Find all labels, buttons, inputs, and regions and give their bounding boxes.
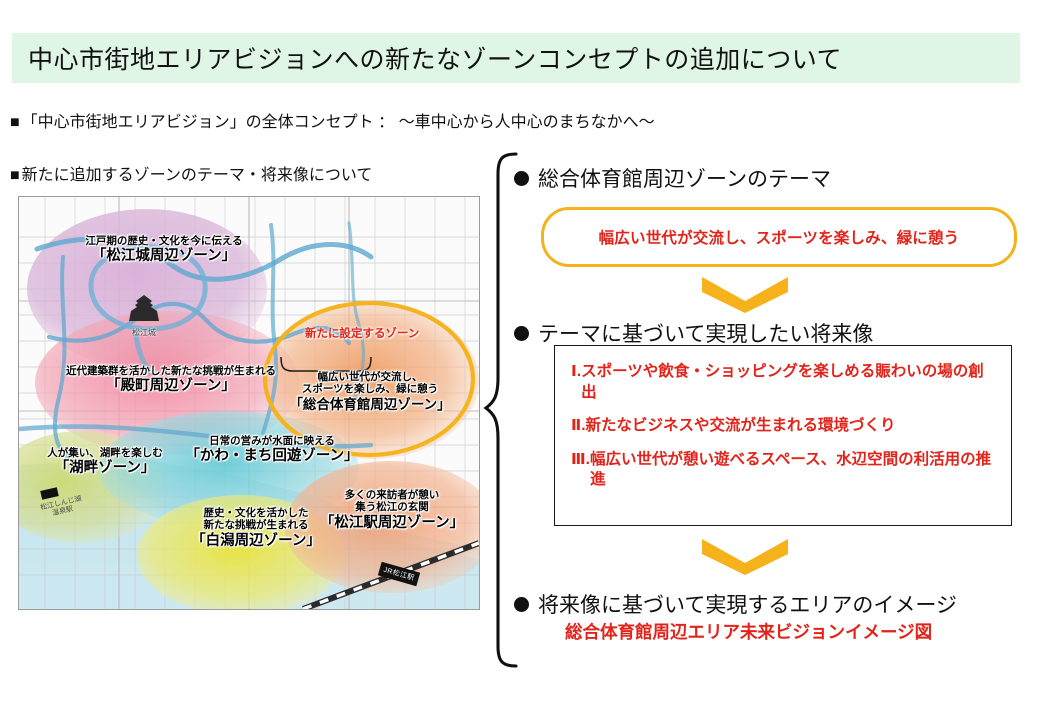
theme-callout-text: 幅広い世代が交流し、スポーツを楽しみ、緑に憩う [598, 230, 960, 247]
page-title: 中心市街地エリアビジョンへの新たなゾーンコンセプトの追加について [28, 46, 843, 74]
bullet-dot-icon [514, 596, 529, 612]
bullet-dot-icon [514, 325, 529, 341]
new-zone-text: 新たに追加するゾーンのテーマ・将来像について [21, 167, 373, 184]
square-bullet-icon: ■ [10, 167, 20, 184]
future-item: Ⅲ. 幅広い世代が憩い遊べるスペース、水辺空間の利活用の推進 [571, 450, 997, 491]
future-item: Ⅱ. 新たなビジネスや交流が生まれる環境づくり [571, 416, 997, 437]
future-item-text: スポーツや飲食・ショッピングを楽しめる賑わいの場の創出 [581, 363, 984, 401]
concept-line: ■「中心市街地エリアビジョン」の全体コンセプト ： ～車中心から人中心のまちなか… [10, 108, 655, 132]
concept-text: 「中心市街地エリアビジョン」の全体コンセプト ： ～車中心から人中心のまちなかへ… [21, 114, 655, 131]
future-item-number: Ⅱ. [571, 417, 586, 435]
heading-future: テーマに基づいて実現したい将来像 [514, 318, 873, 348]
zone-map: 江戸期の歴史・文化を今に伝える 「松江城周辺ゾーン」 △ 松江城 近代建築群を活… [18, 196, 480, 610]
heading-theme: 総合体育館周辺ゾーンのテーマ [514, 163, 831, 193]
future-item-text: 新たなビジネスや交流が生まれる環境づくり [585, 417, 896, 435]
future-item-number: Ⅰ. [571, 363, 582, 380]
map-graphic [19, 197, 479, 609]
bullet-dot-icon [514, 170, 529, 186]
new-zone-line: ■新たに追加するゾーンのテーマ・将来像について [10, 161, 372, 185]
heading-area-image: 将来像に基づいて実現するエリアのイメージ [514, 589, 957, 619]
square-bullet-icon: ■ [10, 114, 20, 131]
heading-theme-text: 総合体育館周辺ゾーンのテーマ [538, 168, 831, 191]
section-brace [483, 152, 518, 668]
down-chevron-icon [702, 539, 788, 575]
heading-area-image-text: 将来像に基づいて実現するエリアのイメージ [538, 594, 957, 617]
heading-future-text: テーマに基づいて実現したい将来像 [538, 323, 874, 346]
future-item-number: Ⅲ. [571, 450, 590, 468]
theme-callout: 幅広い世代が交流し、スポーツを楽しみ、緑に憩う [541, 207, 1017, 267]
map-canvas: 江戸期の歴史・文化を今に伝える 「松江城周辺ゾーン」 △ 松江城 近代建築群を活… [19, 197, 479, 609]
future-item: Ⅰ. スポーツや飲食・ショッピングを楽しめる賑わいの場の創出 [571, 362, 997, 403]
future-item-text: 幅広い世代が憩い遊べるスペース、水辺空間の利活用の推進 [589, 450, 992, 489]
area-image-caption: 総合体育館周辺エリア未来ビジョンイメージ図 [565, 622, 933, 642]
down-chevron-icon [702, 277, 788, 313]
future-vision-box: Ⅰ. スポーツや飲食・ショッピングを楽しめる賑わいの場の創出 Ⅱ. 新たなビジネ… [554, 345, 1012, 526]
page-title-band: 中心市街地エリアビジョンへの新たなゾーンコンセプトの追加について [12, 33, 1020, 83]
